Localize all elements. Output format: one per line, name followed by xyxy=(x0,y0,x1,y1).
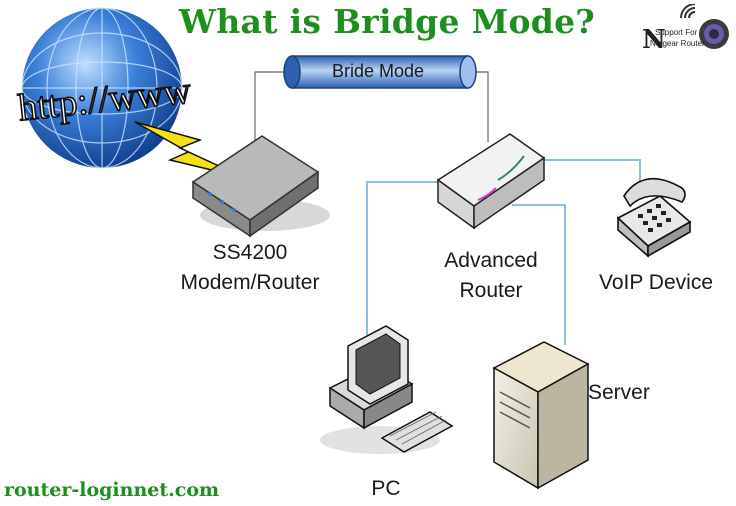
connection-lines xyxy=(254,71,641,345)
advanced-router-icon xyxy=(436,133,546,230)
link-modem-tube xyxy=(254,71,292,150)
link-router-voip xyxy=(540,159,641,182)
server-icon xyxy=(492,341,590,490)
logo-line-1: Support For xyxy=(655,28,698,37)
modem-label-line1: SS4200 xyxy=(212,241,288,264)
internet-globe-icon: http://www xyxy=(15,7,194,169)
link-router-server xyxy=(512,204,566,345)
modem-label-line2: Modem/Router xyxy=(180,271,320,294)
wifi-signal-icon: N xyxy=(642,3,729,55)
modem-router-icon xyxy=(191,135,330,238)
page-title: What is Bridge Mode? xyxy=(178,2,596,41)
voip-label: VoIP Device xyxy=(598,271,713,294)
router-label-line1: Advanced xyxy=(444,249,538,272)
pc-icon xyxy=(320,325,454,454)
netgear-support-logo: N Support For Netgear Router xyxy=(641,3,733,62)
bridge-mode-tube xyxy=(283,55,477,89)
bridge-mode-label: Bride Mode xyxy=(331,61,425,81)
voip-phone-icon xyxy=(616,177,692,258)
svg-text:N: N xyxy=(642,25,666,55)
server-label: Server xyxy=(588,381,650,404)
logo-line-2: Netgear Router xyxy=(650,39,705,48)
pc-label: PC xyxy=(371,477,401,500)
link-router-pc xyxy=(366,181,440,335)
router-label-line2: Router xyxy=(459,279,523,302)
footer-site-link[interactable]: router-loginnet.com xyxy=(4,479,220,501)
